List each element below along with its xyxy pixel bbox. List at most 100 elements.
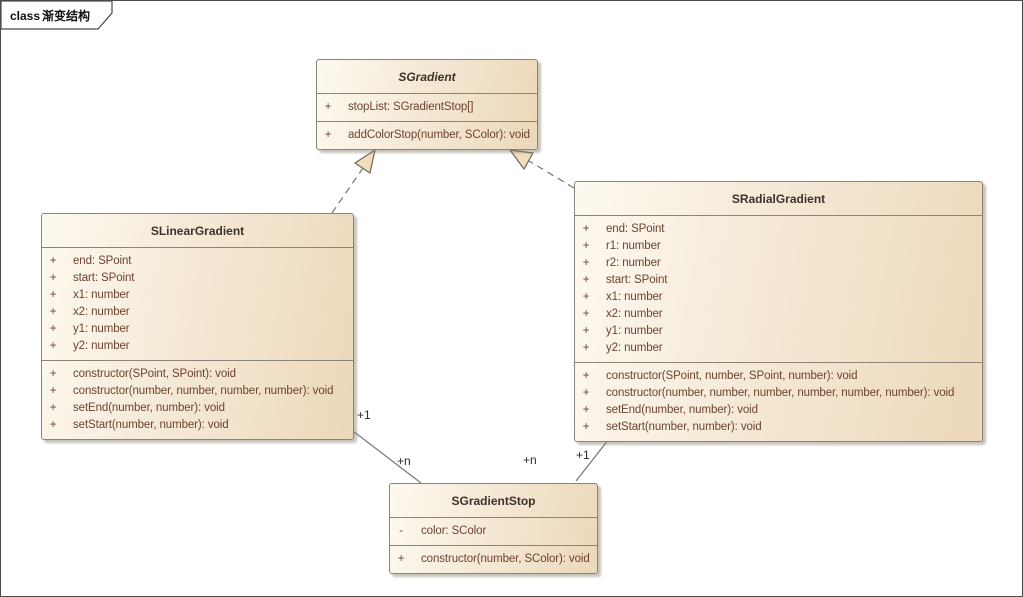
visibility-marker: +	[49, 419, 57, 431]
visibility-marker: +	[49, 306, 57, 318]
member-row: +r2: number	[575, 255, 982, 272]
member-text: x2: number	[606, 308, 663, 320]
member-row: + r1: number	[575, 238, 982, 255]
visibility-marker: -	[399, 525, 403, 537]
member-row: + x2: number	[575, 306, 982, 323]
class-title-sradialgradient: SRadialGradient	[575, 182, 982, 216]
member-text: addColorStop(number, SColor): void	[348, 129, 530, 141]
member-row: +y2: number	[42, 338, 353, 355]
visibility-marker: +	[582, 404, 590, 416]
methods-compartment-sradialgradient: +constructor(SPoint, number, SPoint, num…	[575, 363, 982, 441]
visibility-marker: +	[582, 240, 590, 252]
visibility-marker: +	[582, 291, 590, 303]
multiplicity-label-linear-target: +n	[397, 454, 411, 468]
methods-compartment-sgradient: + addColorStop(number, SColor): void	[317, 122, 537, 149]
attributes-compartment-sgradient: + stopList: SGradientStop[]	[317, 94, 537, 122]
member-row: + setEnd(number, number): void	[42, 400, 353, 417]
member-text: x2: number	[73, 306, 130, 318]
visibility-marker: +	[582, 308, 590, 320]
multiplicity-label-radial-source: +1	[576, 448, 590, 462]
member-row: + setStart(number, number): void	[42, 417, 353, 434]
class-box-slineargradient[interactable]: SLinearGradient +end: SPoint+start: SPoi…	[41, 213, 354, 440]
member-text: setEnd(number, number): void	[73, 402, 225, 414]
member-row: + y1: number	[42, 321, 353, 338]
member-row: +constructor(SPoint, number, SPoint, num…	[575, 368, 982, 385]
member-row: +setStart(number, number): void	[575, 419, 982, 436]
member-row: + constructor(number, number, number, num…	[575, 385, 982, 402]
member-row: -color: SColor	[390, 523, 597, 540]
member-row: + start: SPoint	[42, 270, 353, 287]
member-text: y1: number	[73, 323, 130, 335]
realization-triangle-arrowhead	[353, 148, 376, 174]
methods-compartment-slineargradient: + constructor(SPoint, SPoint): void + const…	[42, 361, 353, 439]
member-row: + x2: number	[42, 304, 353, 321]
frame-tab	[1, 1, 113, 30]
class-box-sgradientstop[interactable]: SGradientStop -color: SColor + constructo…	[389, 483, 598, 574]
visibility-marker: +	[49, 255, 57, 267]
member-row: + start: SPoint	[575, 272, 982, 289]
realization-triangle-arrowhead	[508, 149, 534, 171]
class-title-sgradientstop: SGradientStop	[390, 484, 597, 518]
member-row: + constructor(number, number, number, num…	[42, 383, 353, 400]
class-box-sgradient[interactable]: SGradient + stopList: SGradientStop[] + ad…	[316, 59, 538, 150]
visibility-marker: +	[49, 323, 57, 335]
member-text: setEnd(number, number): void	[606, 404, 758, 416]
member-text: constructor(SPoint, SPoint): void	[73, 368, 236, 380]
visibility-marker: +	[582, 370, 590, 382]
member-row: + end: SPoint	[575, 221, 982, 238]
visibility-marker: +	[324, 129, 332, 141]
frame-keyword: class	[10, 9, 41, 23]
member-text: y1: number	[606, 325, 663, 337]
member-text: constructor(number, number, number, numb…	[73, 385, 334, 397]
visibility-marker: +	[49, 368, 57, 380]
association-line-slineargradient-sgradientstop[interactable]	[352, 430, 422, 484]
member-row: + y2: number	[575, 340, 982, 357]
visibility-marker: +	[49, 289, 57, 301]
member-text: setStart(number, number): void	[73, 419, 229, 431]
member-text: constructor(number, SColor): void	[421, 553, 590, 565]
member-text: stopList: SGradientStop[]	[348, 101, 474, 113]
member-row: + stopList: SGradientStop[]	[317, 99, 537, 116]
visibility-marker: +	[324, 101, 332, 113]
member-row: + constructor(number, SColor): void	[390, 551, 597, 568]
attributes-compartment-slineargradient: +end: SPoint+start: SPoint+x1: number+x2…	[42, 248, 353, 361]
visibility-marker: +	[582, 274, 590, 286]
visibility-marker: +	[582, 342, 590, 354]
member-row: +y1: number	[575, 323, 982, 340]
visibility-marker: +	[582, 257, 590, 269]
member-text: end: SPoint	[606, 223, 665, 235]
class-box-sradialgradient[interactable]: SRadialGradient +end: SPoint+r1: number+…	[574, 181, 983, 442]
member-row: + x1: number	[575, 289, 982, 306]
frame-title: 渐变结构	[42, 9, 91, 23]
visibility-marker: +	[397, 553, 405, 565]
member-text: constructor(number, number, number, numb…	[606, 387, 955, 399]
visibility-marker: +	[49, 272, 57, 284]
visibility-marker: +	[582, 387, 590, 399]
realization-connector-slineargradient-sgradient[interactable]	[331, 148, 376, 214]
member-text: x1: number	[606, 291, 663, 303]
member-text: setStart(number, number): void	[606, 421, 762, 433]
member-text: y2: number	[606, 342, 663, 354]
realization-connector-sradialgradient-sgradient[interactable]	[508, 149, 575, 189]
attributes-compartment-sgradientstop: -color: SColor	[390, 518, 597, 546]
methods-compartment-sgradientstop: + constructor(number, SColor): void	[390, 546, 597, 573]
realization-dashed-line[interactable]	[331, 167, 364, 214]
visibility-marker: +	[49, 340, 57, 352]
class-title-sgradient: SGradient	[317, 60, 537, 94]
member-row: + addColorStop(number, SColor): void	[317, 127, 537, 144]
member-text: x1: number	[73, 289, 130, 301]
visibility-marker: +	[582, 223, 590, 235]
member-text: start: SPoint	[73, 272, 135, 284]
attributes-compartment-sradialgradient: +end: SPoint+r1: number+r2: number+start…	[575, 216, 982, 363]
member-row: + constructor(SPoint, SPoint): void	[42, 366, 353, 383]
visibility-marker: +	[49, 385, 57, 397]
class-title-slineargradient: SLinearGradient	[42, 214, 353, 248]
visibility-marker: +	[49, 402, 57, 414]
realization-dashed-line[interactable]	[528, 160, 575, 189]
member-text: r1: number	[606, 240, 661, 252]
multiplicity-label-radial-target: +n	[523, 453, 537, 467]
member-text: start: SPoint	[606, 274, 668, 286]
member-row: +end: SPoint	[42, 253, 353, 270]
